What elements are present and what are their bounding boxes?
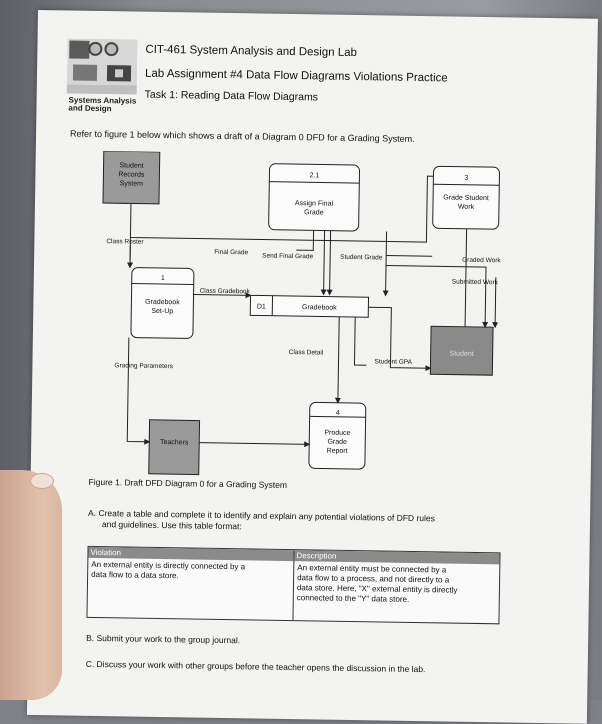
process-1-label-line2: Set-Up <box>151 308 173 315</box>
flow-grading-parameters: Grading Parameters <box>114 362 173 370</box>
entity-student-records-line1: Student <box>119 162 143 169</box>
task-title: Task 1: Reading Data Flow Diagrams <box>145 89 318 104</box>
figure-caption: Figure 1. Draft DFD Diagram 0 for a Grad… <box>89 477 288 490</box>
question-c: C. Discuss your work with other groups b… <box>86 659 426 675</box>
thumb-holding-page <box>0 470 62 700</box>
description-cell-line4: connected to the "Y" data store. <box>297 593 496 606</box>
process-4-label-line1: Produce <box>324 430 350 437</box>
process-1-id: 1 <box>161 275 165 282</box>
flow-class-roster: Class Roster <box>106 238 144 246</box>
logo-caption-line2: and Design <box>68 104 136 113</box>
flow-send-final-grade: Send Final Grade <box>262 253 313 261</box>
entity-student-label: Student <box>450 351 474 358</box>
process-2-1-label-line1: Assign Final <box>295 200 334 208</box>
process-2-1-label-line2: Grade <box>304 209 324 216</box>
process-4-label-line2: Grade <box>327 439 347 446</box>
assignment-title: Lab Assignment #4 Data Flow Diagrams Vio… <box>145 68 448 85</box>
flow-submitted-work: Submitted Work <box>452 279 499 287</box>
flow-student-gpa: Student GPA <box>374 358 412 366</box>
process-1-label-line1: Gradebook <box>145 299 180 307</box>
violation-cell-line2: data flow to a data store. <box>91 570 290 583</box>
entity-teachers-label: Teachers <box>160 439 189 446</box>
logo-caption: Systems Analysis and Design <box>68 96 136 113</box>
process-4-label-line3: Report <box>327 448 348 455</box>
violation-cell: An external entity is directly connected… <box>88 558 293 585</box>
thumbnail <box>30 473 54 489</box>
course-title: CIT-461 System Analysis and Design Lab <box>145 44 357 59</box>
flow-class-gradebook: Class Gradebook <box>200 288 251 296</box>
question-b: B. Submit your work to the group journal… <box>86 633 240 646</box>
course-logo <box>67 38 138 94</box>
data-store-id: D1 <box>257 303 266 310</box>
violation-column: Violation An external entity is directly… <box>87 547 294 620</box>
description-cell: An external entity must be connected by … <box>294 561 500 608</box>
entity-student-records-line3: System <box>120 180 144 187</box>
entity-student-records-line2: Records <box>118 171 145 178</box>
process-3-label-line1: Grade Student <box>443 194 489 202</box>
description-column: Description An external entity must be c… <box>293 550 499 623</box>
process-3-label-line2: Work <box>458 204 475 211</box>
flow-student-grade: Student Grade <box>340 254 383 262</box>
flow-graded-work: Graded Work <box>462 257 501 265</box>
entity-teachers <box>149 420 200 475</box>
process-2-1-id: 2.1 <box>310 172 320 179</box>
question-a: A. Create a table and complete it to ide… <box>88 508 435 535</box>
violation-table: Violation An external entity is directly… <box>86 546 500 624</box>
process-3-id: 3 <box>464 175 468 182</box>
worksheet-page: Systems Analysis and Design CIT-461 Syst… <box>27 10 598 724</box>
process-4-id: 4 <box>336 410 340 417</box>
flow-class-detail: Class Detail <box>289 349 324 357</box>
flow-final-grade: Final Grade <box>214 249 248 257</box>
data-store-name: Gradebook <box>302 304 337 312</box>
dfd-diagram: Student Records System 2.1 Assign Final … <box>83 151 528 488</box>
intro-text: Refer to figure 1 below which shows a dr… <box>70 129 415 144</box>
